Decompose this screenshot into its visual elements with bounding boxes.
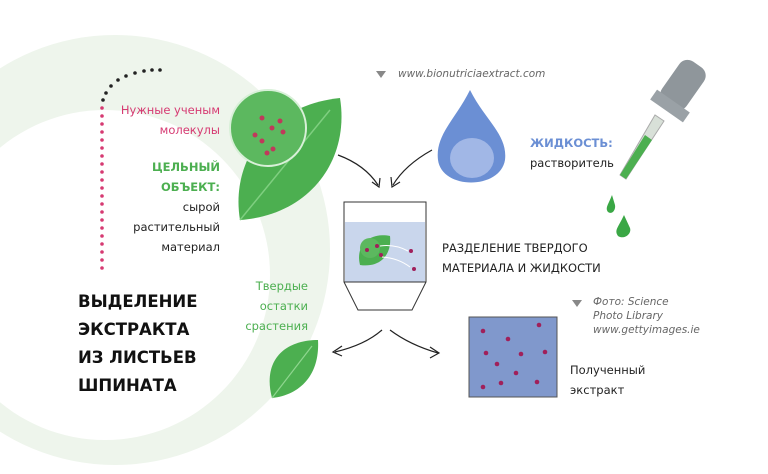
dot [100, 210, 104, 214]
dot [100, 250, 104, 254]
whole-object-desc: растительный [133, 220, 220, 234]
separation-line: РАЗДЕЛЕНИЕ ТВЕРДОГО [442, 241, 588, 255]
triangle-marker-icon [572, 300, 582, 307]
dotted-path [100, 68, 162, 270]
extract-square [468, 316, 558, 398]
separation-vessel-icon [343, 201, 427, 311]
title-line: ВЫДЕЛЕНИЕ [78, 292, 198, 311]
dot [100, 162, 104, 166]
whole-object-label: ЦЕЛЬНЫЙ ОБЪЕКТ: сырой растительный матер… [133, 157, 220, 257]
flow-arrows [331, 149, 441, 359]
credit-line: Photo Library [593, 310, 664, 322]
whole-object-desc: сырой [182, 200, 220, 214]
solid-remains-line: Твердые [255, 279, 308, 293]
whole-object-title: ОБЪЕКТ: [160, 180, 220, 194]
dot [100, 122, 104, 126]
dot [100, 130, 104, 134]
extract-line: Полученный [570, 363, 646, 377]
background-inner [0, 110, 270, 440]
dot [100, 258, 104, 262]
dot [100, 266, 104, 270]
liquid-desc: растворитель [530, 156, 614, 170]
photo-credit: Фото: Science Photo Library www.gettyima… [593, 295, 700, 337]
extract-label: Полученный экстракт [570, 360, 645, 400]
dot [100, 242, 104, 246]
whole-object-title: ЦЕЛЬНЫЙ [151, 160, 220, 174]
dot [100, 226, 104, 230]
leaf-remains-icon [269, 340, 319, 399]
dot [100, 146, 104, 150]
whole-object-desc: материал [161, 240, 220, 254]
dot [100, 186, 104, 190]
dot [100, 218, 104, 222]
triangle-marker-icon [376, 71, 386, 78]
molecules-label: Нужные ученым молекулы [121, 100, 220, 140]
molecules-line: Нужные ученым [120, 103, 220, 117]
liquid-title: ЖИДКОСТЬ: [530, 136, 613, 150]
dot [100, 170, 104, 174]
dot [100, 178, 104, 182]
dot [100, 106, 104, 110]
title-line: ШПИНАТА [78, 376, 177, 395]
extract-line: экстракт [570, 383, 625, 397]
dot [100, 154, 104, 158]
magnifier-icon [229, 89, 307, 167]
dot [100, 138, 104, 142]
dot [100, 114, 104, 118]
solid-remains-label: Твердые остатки срастения [245, 276, 308, 336]
solid-remains-line: срастения [245, 319, 308, 333]
source-url: www.bionutriciaextract.com [398, 68, 546, 80]
dot [100, 194, 104, 198]
separation-label: РАЗДЕЛЕНИЕ ТВЕРДОГО МАТЕРИАЛА И ЖИДКОСТИ [442, 238, 601, 278]
title-line: ЭКСТРАКТА [78, 320, 190, 339]
title-line: ИЗ ЛИСТЬЕВ [78, 348, 197, 367]
main-title: ВЫДЕЛЕНИЕ ЭКСТРАКТА ИЗ ЛИСТЬЕВ ШПИНАТА [78, 288, 198, 400]
credit-line: Фото: Science [593, 296, 669, 308]
pipette-icon [606, 59, 706, 238]
dot [100, 202, 104, 206]
molecules-line: молекулы [159, 123, 220, 137]
credit-line: www.gettyimages.ie [593, 324, 700, 336]
dot [100, 234, 104, 238]
separation-line: МАТЕРИАЛА И ЖИДКОСТИ [442, 261, 601, 275]
solid-remains-line: остатки [259, 299, 308, 313]
spinach-leaf-icon [229, 89, 342, 221]
liquid-label: ЖИДКОСТЬ: растворитель [530, 133, 614, 173]
